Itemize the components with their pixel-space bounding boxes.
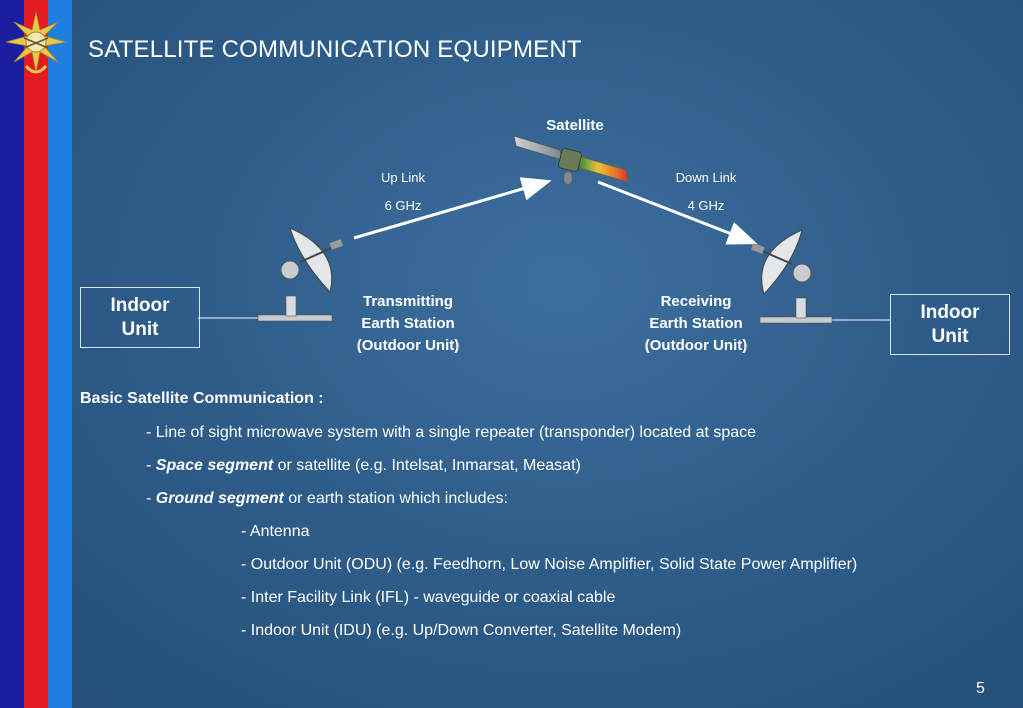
- uplink-arrow-icon: [353, 177, 552, 240]
- downlink-arrow-icon: [597, 180, 758, 245]
- space-segment-term: Space segment: [155, 457, 274, 474]
- sub-bullet-ifl: - Inter Facility Link (IFL) - waveguide …: [241, 589, 616, 606]
- bullet-space-segment: - Space segment or satellite (e.g. Intel…: [146, 457, 581, 475]
- bullet-line-of-sight: - Line of sight microwave system with a …: [146, 424, 757, 441]
- indoor-left-line2: Unit: [121, 318, 159, 340]
- dish-antenna-icon-receive: [750, 229, 833, 324]
- uplink-name: Up Link: [380, 170, 426, 185]
- receiving-line2: Earth Station: [649, 315, 743, 332]
- space-segment-desc: or satellite (e.g. Intelsat, Inmarsat, M…: [273, 457, 581, 474]
- indoor-right-line2: Unit: [931, 325, 969, 347]
- bullet-ground-segment: - Ground segment or earth station which …: [146, 490, 508, 508]
- uplink-label: Up Link 6 GHz: [358, 164, 448, 220]
- page-number: 5: [976, 680, 985, 697]
- ground-segment-term: Ground segment: [155, 490, 284, 507]
- indoor-left-line1: Indoor: [110, 294, 170, 316]
- downlink-frequency: 4 GHz: [687, 198, 725, 213]
- indoor-unit-box-left: Indoor Unit: [80, 287, 200, 348]
- satellite-label: Satellite: [546, 117, 604, 134]
- satellite-icon: [513, 135, 629, 184]
- indoor-unit-box-right: Indoor Unit: [890, 294, 1010, 355]
- transmitting-station-label: Transmitting Earth Station (Outdoor Unit…: [323, 291, 493, 357]
- transmitting-line1: Transmitting: [362, 293, 453, 310]
- content-heading: Basic Satellite Communication :: [80, 390, 324, 407]
- left-stripe-dark-blue: [0, 0, 24, 708]
- slide-title: SATELLITE COMMUNICATION EQUIPMENT: [88, 36, 582, 63]
- uplink-frequency: 6 GHz: [384, 198, 422, 213]
- downlink-label: Down Link 4 GHz: [661, 164, 751, 220]
- transmitting-line3: (Outdoor Unit): [356, 337, 460, 354]
- sub-bullet-odu: - Outdoor Unit (ODU) (e.g. Feedhorn, Low…: [241, 556, 858, 573]
- bullet-dash: -: [146, 490, 156, 507]
- downlink-name: Down Link: [675, 170, 737, 185]
- left-stripe-light-blue: [48, 0, 72, 708]
- transmitting-line2: Earth Station: [361, 315, 455, 332]
- receiving-station-label: Receiving Earth Station (Outdoor Unit): [611, 291, 781, 357]
- sub-bullet-antenna: - Antenna: [241, 523, 310, 540]
- indoor-right-line1: Indoor: [920, 301, 980, 323]
- sub-bullet-idu: - Indoor Unit (IDU) (e.g. Up/Down Conver…: [241, 622, 682, 639]
- left-stripe-red: [24, 0, 48, 708]
- receiving-line3: (Outdoor Unit): [644, 337, 748, 354]
- dish-antenna-icon-transmit: [257, 227, 344, 322]
- bullet-dash: -: [146, 457, 156, 474]
- military-emblem-icon: [5, 11, 67, 74]
- receiving-line1: Receiving: [660, 293, 732, 310]
- ground-segment-desc: or earth station which includes:: [283, 490, 508, 507]
